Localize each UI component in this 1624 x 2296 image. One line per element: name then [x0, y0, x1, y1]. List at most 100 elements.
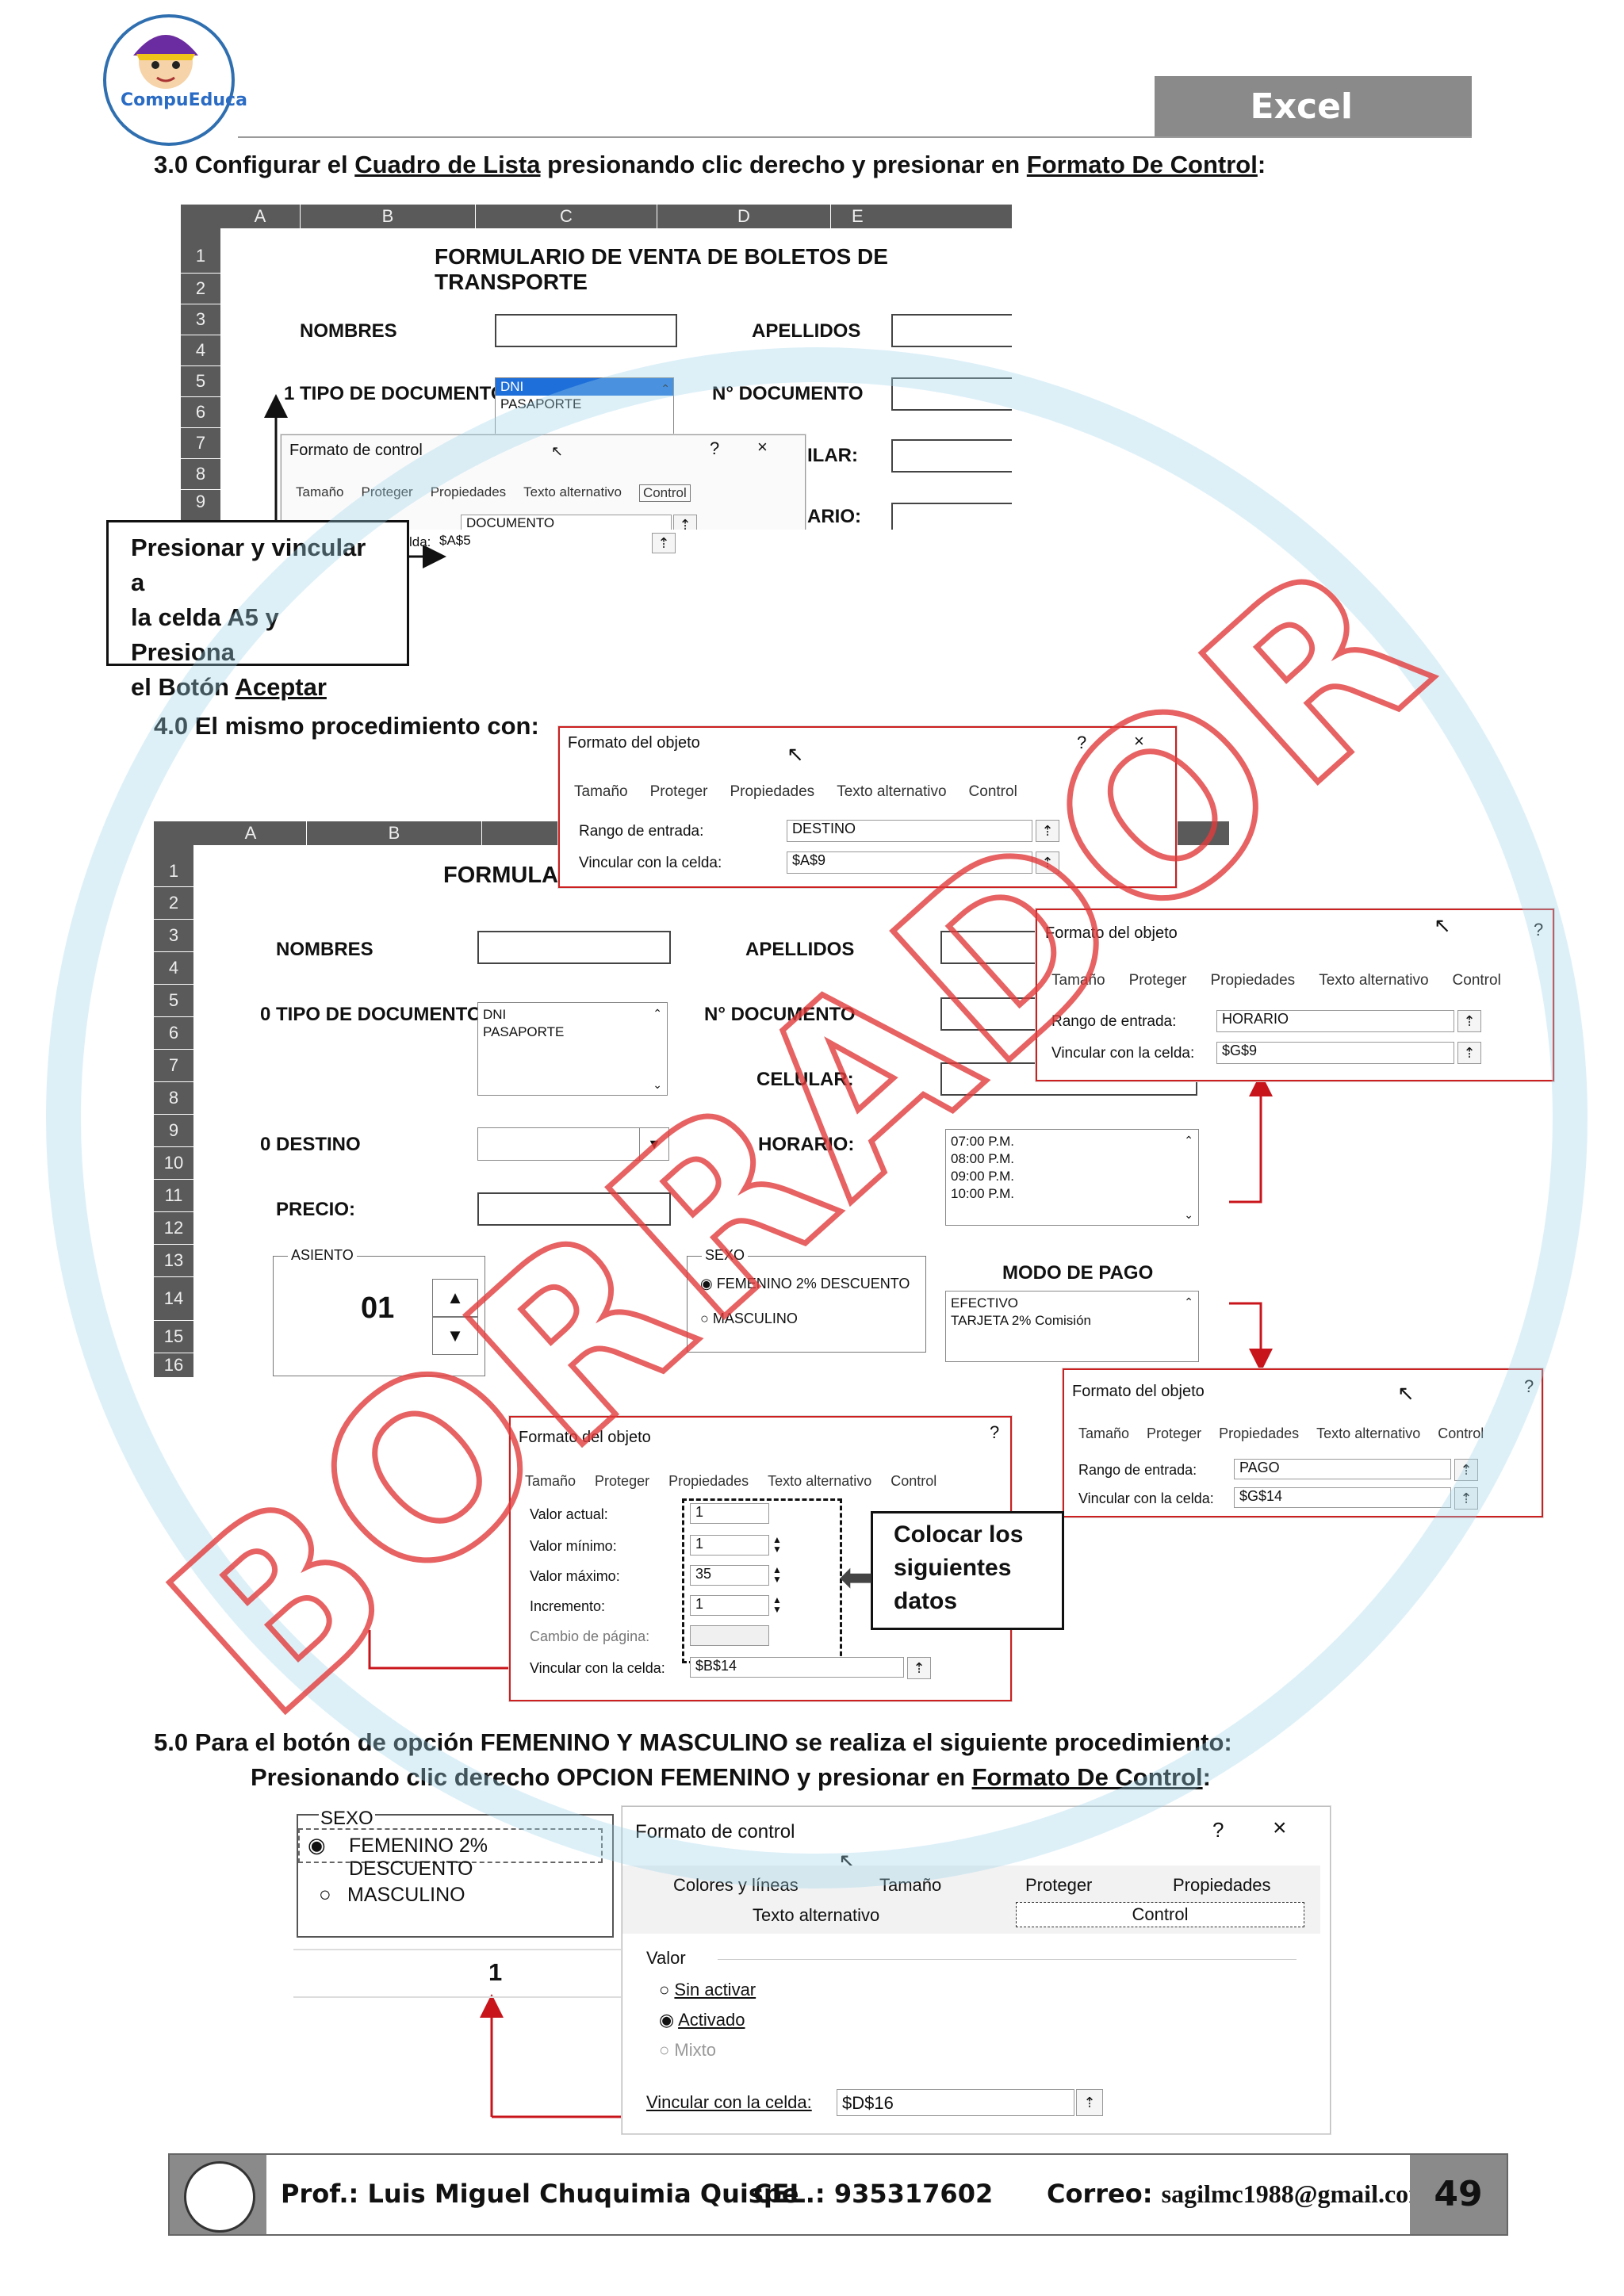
list-item-dni[interactable]: DNI	[496, 378, 673, 396]
row-header[interactable]: 4	[181, 335, 220, 365]
tab-texto-alternativo[interactable]: Texto alternativo	[1316, 1425, 1421, 1441]
col-header-b[interactable]: B	[307, 821, 481, 845]
valor-maximo-input[interactable]: 35	[690, 1565, 769, 1586]
valor-minimo-input[interactable]: 1	[690, 1535, 769, 1556]
tab-texto-alternativo[interactable]: Texto alternativo	[523, 484, 622, 499]
row-header[interactable]: 10	[154, 1147, 193, 1179]
tipo-documento-listbox[interactable]: DNI PASAPORTE ⌃ ⌄	[477, 1002, 668, 1096]
tab-texto-alternativo[interactable]: Texto alternativo	[837, 783, 947, 800]
radio-sin-activar[interactable]: ○ Sin activar	[659, 1980, 756, 1999]
col-header-c[interactable]: C	[476, 205, 657, 228]
scroll-up-icon[interactable]: ⌃	[1184, 1134, 1193, 1146]
collapse-icon[interactable]: ⇡	[1036, 820, 1059, 842]
scroll-down-icon[interactable]: ⌄	[1184, 1208, 1193, 1221]
close-icon[interactable]: ×	[757, 437, 768, 457]
list-item[interactable]: TARJETA 2% Comisión	[951, 1313, 1091, 1328]
tab-control[interactable]: Control	[1438, 1425, 1484, 1441]
scroll-up-icon[interactable]: ⌃	[653, 1007, 662, 1020]
tab-proteger[interactable]: Proteger	[361, 484, 413, 499]
tab-proteger[interactable]: Proteger	[1128, 972, 1187, 989]
tab-proteger[interactable]: Proteger	[1025, 1875, 1093, 1895]
pago-listbox[interactable]: EFECTIVO TARJETA 2% Comisión ⌃	[945, 1291, 1199, 1362]
row-header[interactable]: 8	[154, 1082, 193, 1114]
celular-input[interactable]	[891, 439, 1012, 473]
tab-tamano[interactable]: Tamaño	[574, 783, 628, 800]
tab-propiedades[interactable]: Propiedades	[1219, 1425, 1300, 1441]
tab-propiedades[interactable]: Propiedades	[668, 1473, 749, 1489]
list-item[interactable]: 10:00 P.M.	[951, 1186, 1015, 1201]
tab-control[interactable]: Control	[968, 783, 1017, 800]
n-documento-input[interactable]	[891, 377, 1012, 411]
tab-proteger[interactable]: Proteger	[1147, 1425, 1202, 1441]
radio-checked-icon[interactable]: ◉	[700, 1276, 713, 1292]
row-header[interactable]: 15	[154, 1321, 193, 1353]
row-header[interactable]: 6	[181, 397, 220, 427]
row-header[interactable]: 8	[181, 459, 220, 489]
tab-control[interactable]: Control	[638, 484, 691, 502]
radio-checked-icon[interactable]: ◉	[308, 1833, 326, 1857]
range-field[interactable]: PAGO	[1234, 1459, 1451, 1479]
tab-tamano[interactable]: Tamaño	[1078, 1425, 1130, 1441]
radio-unchecked-icon[interactable]: ○	[659, 1980, 670, 1999]
selected-option-femenino[interactable]: ◉ FEMENINO 2% DESCUENTO	[298, 1828, 603, 1880]
row-header[interactable]: 1	[181, 228, 220, 273]
spin-down-icon[interactable]: ▼	[432, 1317, 478, 1355]
link-field[interactable]: $B$14	[690, 1657, 904, 1678]
apellidos-input[interactable]	[891, 314, 1012, 347]
spin-icon[interactable]: ▲▼	[772, 1564, 782, 1585]
row-header[interactable]: 3	[181, 304, 220, 335]
link-field[interactable]: $A$5	[439, 533, 471, 548]
list-item-pasaporte[interactable]: PASAPORTE	[483, 1024, 565, 1039]
tab-control[interactable]: Control	[1452, 972, 1501, 989]
radio-checked-icon[interactable]: ◉	[659, 2010, 675, 2030]
collapse-icon[interactable]: ⇡	[673, 515, 697, 530]
link-field[interactable]: $D$16	[837, 2089, 1074, 2116]
collapse-icon[interactable]: ⇡	[907, 1657, 931, 1679]
horario-listbox[interactable]: 07:00 P.M. 08:00 P.M. 09:00 P.M. 10:00 P…	[945, 1129, 1199, 1226]
precio-input[interactable]	[477, 1192, 671, 1226]
nombres-input[interactable]	[495, 314, 677, 347]
tab-propiedades[interactable]: Propiedades	[730, 783, 815, 800]
tab-propiedades[interactable]: Propiedades	[1210, 972, 1296, 989]
link-field[interactable]: $G$14	[1234, 1487, 1451, 1508]
collapse-icon[interactable]: ⇡	[1454, 1459, 1478, 1481]
spin-icon[interactable]: ▲▼	[772, 1534, 782, 1555]
radio-unchecked-icon[interactable]: ○	[700, 1311, 709, 1326]
close-icon[interactable]: ×	[1273, 1815, 1287, 1841]
tab-propiedades[interactable]: Propiedades	[1173, 1875, 1271, 1895]
tab-texto-alternativo[interactable]: Texto alternativo	[768, 1473, 872, 1489]
row-header[interactable]: 2	[181, 274, 220, 304]
option-masculino[interactable]: ○ MASCULINO	[700, 1311, 798, 1326]
radio-unchecked-icon[interactable]: ○	[659, 2040, 670, 2060]
tab-tamano[interactable]: Tamaño	[296, 484, 344, 499]
row-header[interactable]: 14	[154, 1277, 193, 1320]
tab-control[interactable]: Control	[891, 1473, 937, 1489]
row-header[interactable]: 2	[154, 887, 193, 919]
list-item[interactable]: 09:00 P.M.	[951, 1169, 1015, 1184]
dropdown-arrow-icon[interactable]: ▼	[639, 1128, 668, 1160]
help-icon[interactable]: ?	[990, 1422, 1000, 1442]
col-header-b[interactable]: B	[301, 205, 475, 228]
tab-proteger[interactable]: Proteger	[649, 783, 708, 800]
scroll-up-icon[interactable]: ⌃	[661, 382, 670, 395]
row-header[interactable]: 3	[154, 920, 193, 951]
list-item[interactable]: EFECTIVO	[951, 1295, 1019, 1311]
tipo-documento-listbox[interactable]: DNI PASAPORTE ⌃	[495, 377, 674, 441]
row-header[interactable]: 5	[154, 985, 193, 1016]
row-header[interactable]: 7	[181, 428, 220, 458]
list-item[interactable]: 08:00 P.M.	[951, 1151, 1015, 1166]
collapse-icon[interactable]: ⇡	[1457, 1010, 1481, 1032]
row-header[interactable]: 5	[181, 366, 220, 396]
tab-texto-alternativo[interactable]: Texto alternativo	[1319, 972, 1429, 989]
scroll-up-icon[interactable]: ⌃	[1184, 1295, 1193, 1308]
list-item[interactable]: 07:00 P.M.	[951, 1134, 1015, 1149]
radio-activado[interactable]: ◉ Activado	[659, 2010, 745, 2030]
incremento-input[interactable]: 1	[690, 1595, 769, 1616]
scroll-down-icon[interactable]: ⌄	[653, 1078, 662, 1091]
row-header[interactable]: 7	[154, 1050, 193, 1081]
row-header[interactable]: 4	[154, 952, 193, 984]
list-item-dni[interactable]: DNI	[483, 1007, 507, 1022]
range-field[interactable]: HORARIO	[1216, 1010, 1454, 1032]
row-header[interactable]: 1	[154, 845, 193, 886]
tab-control[interactable]: Control	[1016, 1902, 1304, 1927]
